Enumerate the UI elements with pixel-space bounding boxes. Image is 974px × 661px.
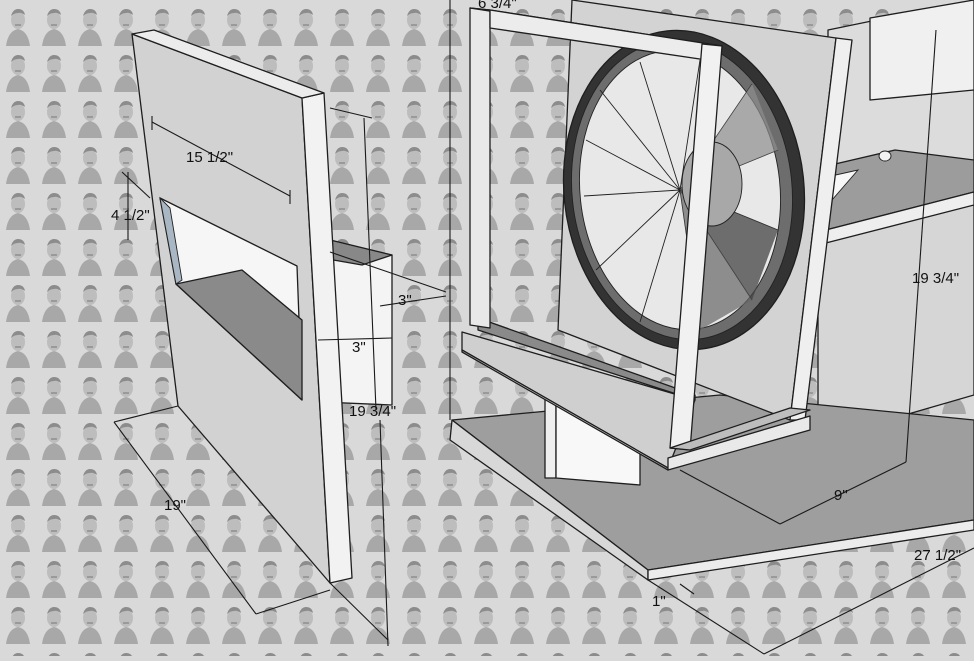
dim-label-top-partial: 6 3/4" — [478, 0, 517, 12]
frame-left-stile — [469, 7, 491, 329]
support-post — [544, 394, 557, 479]
front-frame — [461, 7, 811, 471]
dim-label-box-height: 19 3/4" — [912, 270, 959, 287]
dimension-lines — [113, 0, 974, 655]
subwoofer-driver — [562, 29, 806, 351]
front-panel-assembly — [131, 29, 393, 584]
dim-label-panel-height: 19 3/4" — [349, 403, 396, 420]
frame-lip — [667, 415, 811, 471]
dim-label-panel-width: 19" — [164, 497, 186, 514]
front-panel-top-edge — [131, 29, 325, 99]
port-knob — [878, 150, 892, 162]
dim-label-brace-depth-b: 3" — [352, 339, 366, 356]
enclosure-upper-rear — [869, 0, 974, 101]
dim-label-box-depth: 27 1/2" — [914, 547, 961, 564]
dim-label-slot-width: 15 1/2" — [186, 149, 233, 166]
slot-side-wall — [159, 196, 183, 285]
enclosure-assembly — [449, 0, 974, 581]
dimension-labels: 6 3/4" 15 1/2" 4 1/2" 3" 3" 19 3/4" 19" … — [111, 0, 961, 610]
slot-floor — [175, 269, 303, 401]
dim-label-lip: 1" — [652, 593, 666, 610]
dim-label-slot-height: 4 1/2" — [111, 207, 150, 224]
dim-label-baffle-offset: 9" — [834, 487, 848, 504]
dim-label-brace-depth-a: 3" — [398, 292, 412, 309]
base-right-edge — [647, 519, 974, 581]
